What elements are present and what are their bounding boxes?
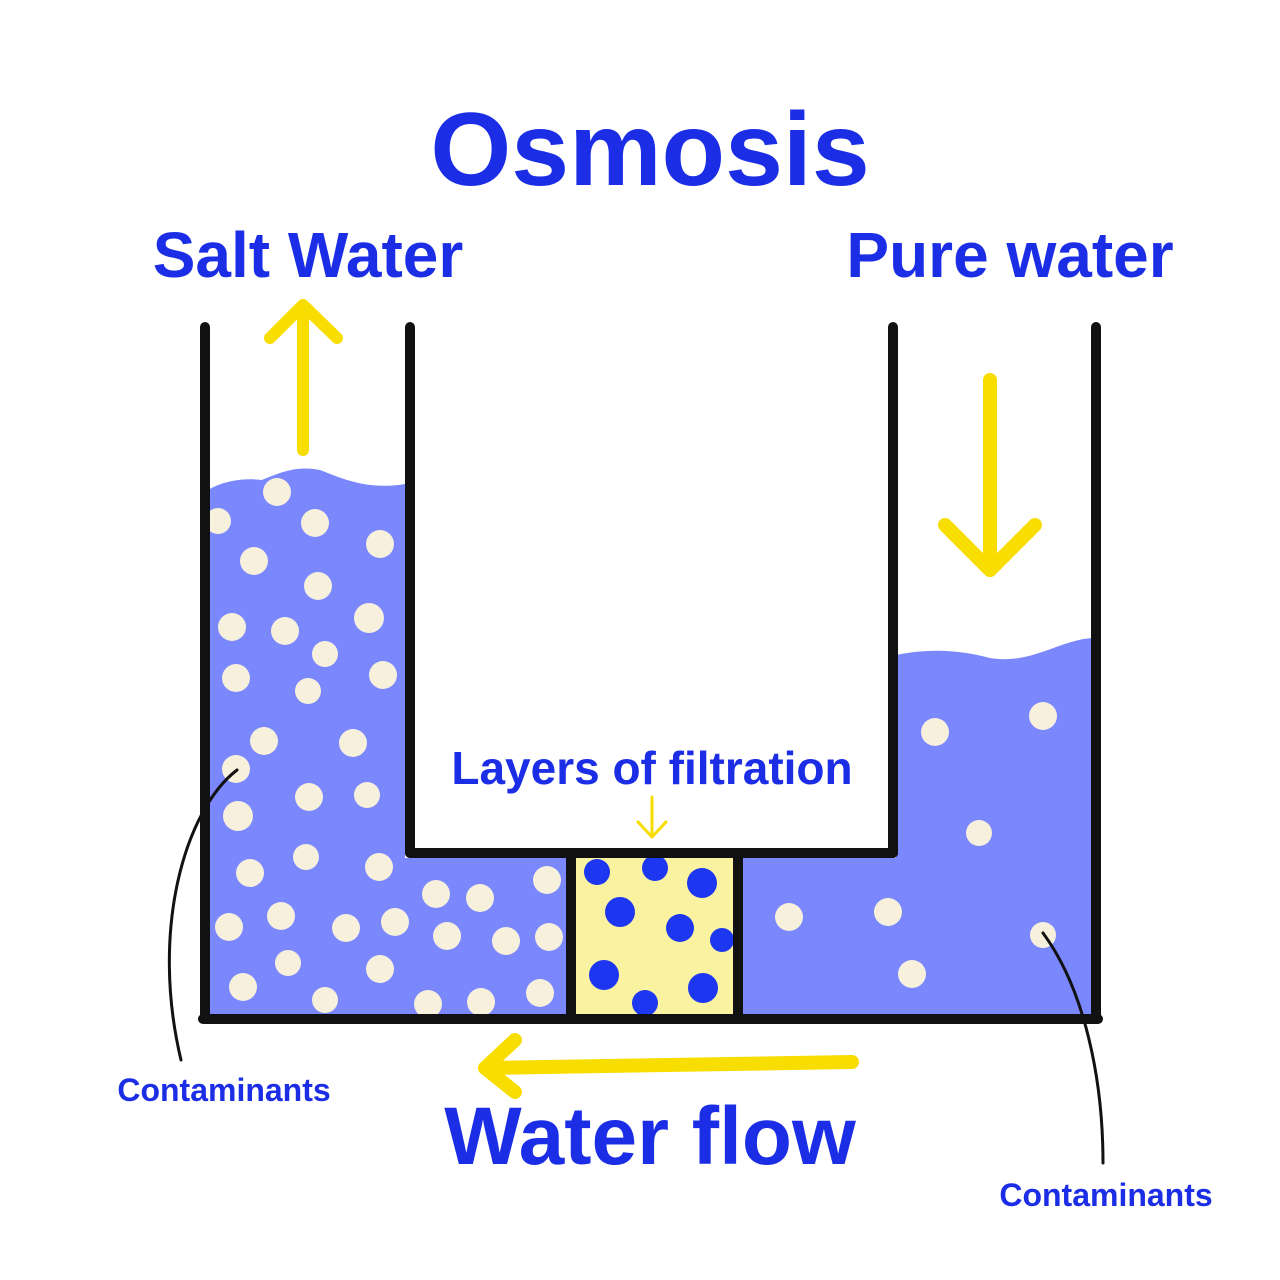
contaminant-particles-right [775,702,1057,988]
arrow-down-small-icon [636,795,668,839]
pure-water-body [739,638,1092,1017]
arrow-up-icon [264,299,343,456]
filtration-label: Layers of filtration [451,742,852,794]
title: Osmosis [430,92,869,208]
pure-water-label: Pure water [846,219,1173,291]
arrow-left-icon [478,1033,859,1099]
container-walls [198,322,1103,1024]
contaminants-label-right: Contaminants [999,1177,1212,1213]
callout-line-left [167,768,239,1062]
filter-particles [584,855,734,1016]
salt-water-body [208,468,570,1018]
arrow-down-icon [938,373,1042,577]
salt-water-label: Salt Water [153,219,464,291]
contaminant-particles-left [205,478,563,1018]
water-flow-label: Water flow [444,1091,856,1182]
contaminants-label-left: Contaminants [117,1072,330,1108]
callout-line-right [1041,931,1105,1165]
